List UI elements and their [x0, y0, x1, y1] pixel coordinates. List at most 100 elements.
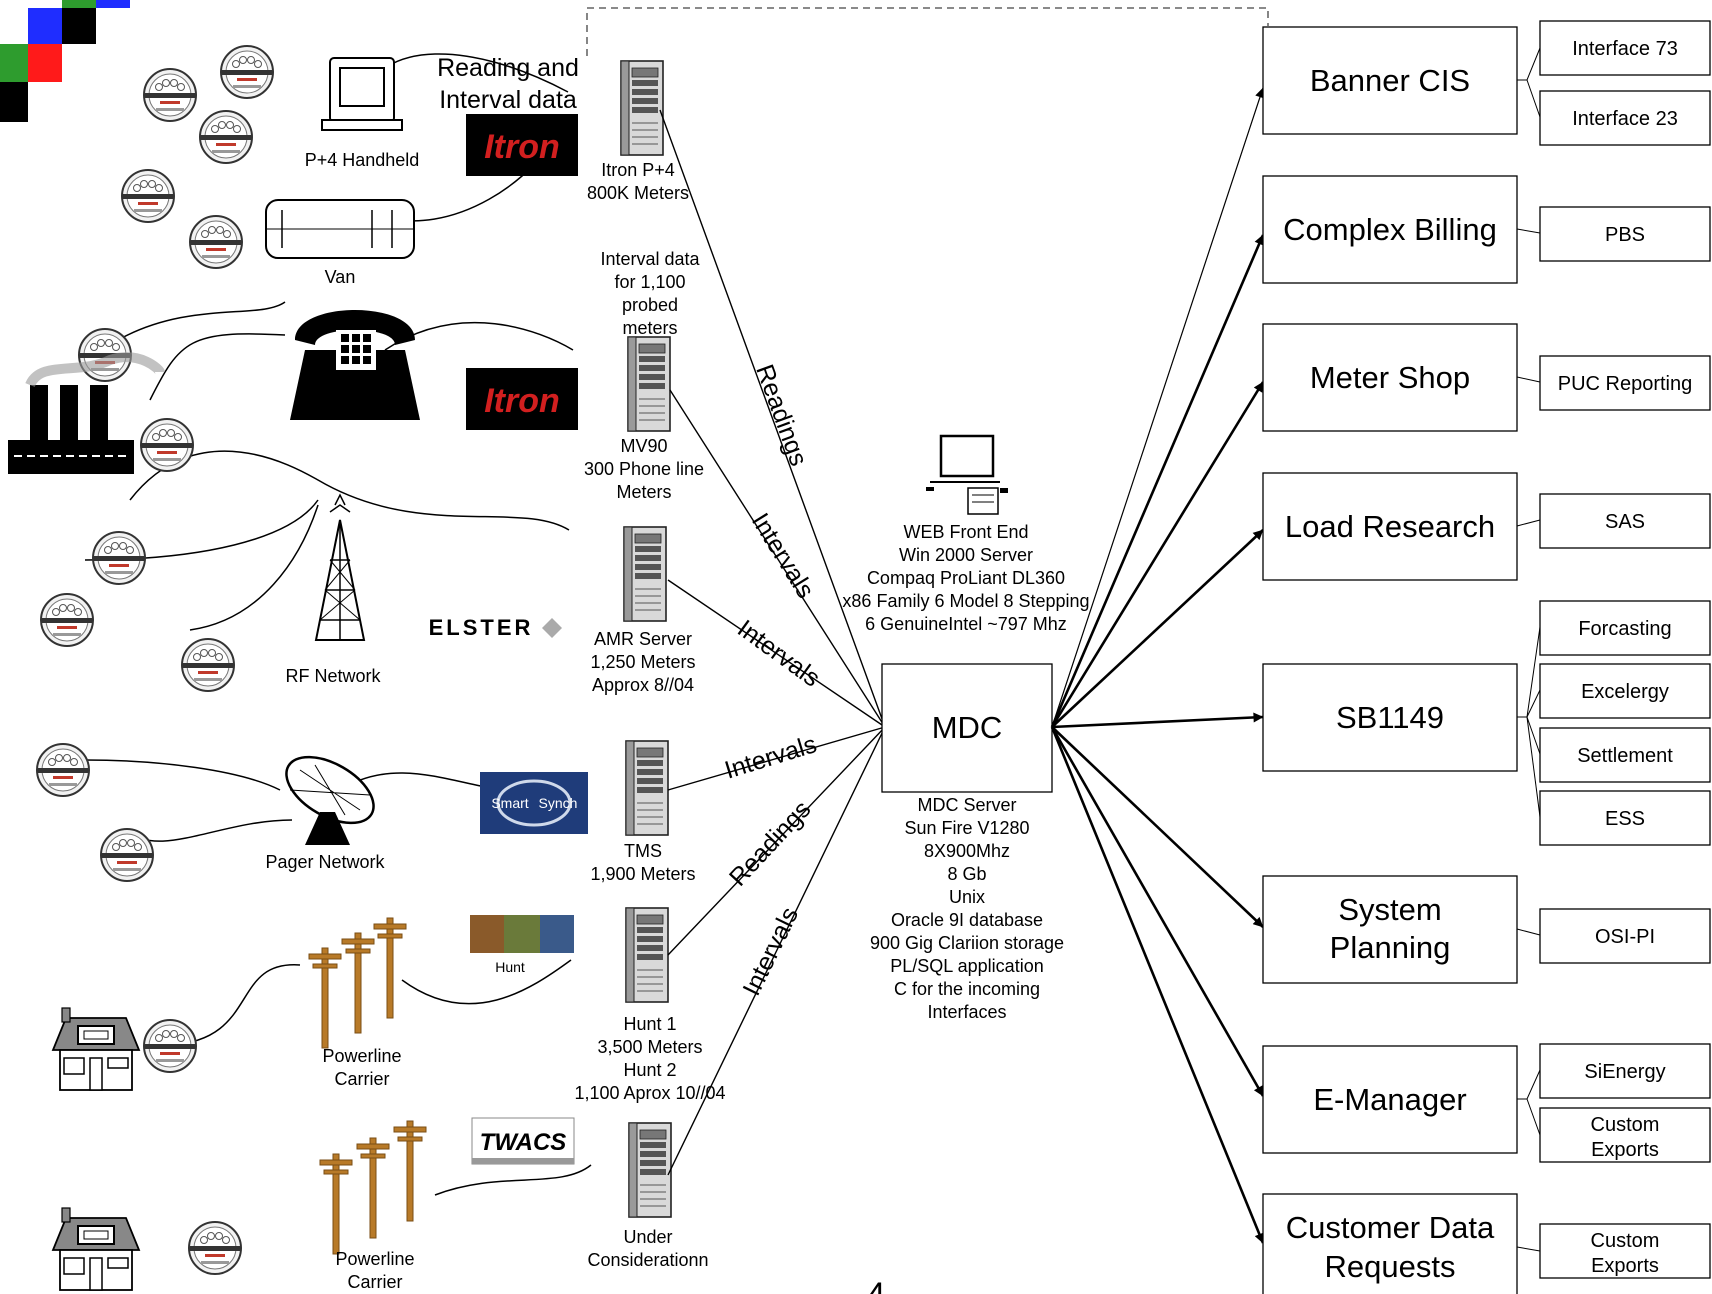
interface-box: PUC Reporting	[1539, 355, 1711, 411]
interface-label: Interface 73	[1572, 38, 1678, 60]
interface-box: Custom Exports	[1539, 1223, 1711, 1279]
web-front-end-line: WEB Front End	[903, 522, 1028, 542]
svg-text:Smart: Smart	[491, 795, 528, 811]
destination-label: Requests	[1325, 1249, 1456, 1284]
logo-square-red	[28, 44, 62, 82]
web-front-end-line: Compaq ProLiant DL360	[867, 568, 1065, 588]
destination-label: Complex Billing	[1283, 212, 1497, 247]
mv90-server-label: Meters	[616, 482, 671, 502]
destination-label: Planning	[1330, 930, 1451, 965]
link-label: Intervals	[738, 903, 805, 1000]
powerline-carrier-label: Powerline	[335, 1249, 414, 1269]
power-poles-icon	[319, 1120, 427, 1255]
meter-icon	[100, 828, 154, 882]
rf-network-label: RF Network	[285, 666, 381, 686]
server-icon	[625, 907, 669, 1003]
destination-meter-shop: Meter Shop	[1262, 323, 1518, 432]
elster-logo: ELSTER	[429, 615, 562, 640]
destination-sb1149: SB1149	[1262, 663, 1518, 772]
svg-text:ELSTER: ELSTER	[429, 615, 534, 640]
interface-box: Interface 23	[1539, 90, 1711, 146]
interface-box: Excelergy	[1539, 663, 1711, 719]
top-note-line: Interval data	[439, 86, 577, 114]
web-front-end-line: x86 Family 6 Model 8 Stepping	[842, 591, 1089, 611]
arrow-system-planning	[1051, 726, 1264, 928]
twacs-logo: TWACS	[471, 1117, 575, 1165]
powerline-carrier-label: Carrier	[347, 1272, 402, 1292]
arrow-banner-cis	[1051, 87, 1265, 728]
meter-icon	[189, 215, 243, 269]
meter-icon	[92, 531, 146, 585]
link-label: Intervals	[721, 730, 820, 784]
hunt-server-label: Hunt 1	[623, 1014, 676, 1034]
rf-tower-icon	[314, 493, 366, 641]
outbound-arrows	[1050, 87, 1265, 1244]
powerline-carrier-label: Carrier	[334, 1069, 389, 1089]
svg-text:TWACS: TWACS	[480, 1129, 567, 1156]
interface-box: SiEnergy	[1539, 1043, 1711, 1099]
meter-icon	[140, 418, 194, 472]
interface-connectors	[1516, 47, 1541, 1252]
power-poles-icon	[308, 917, 407, 1049]
interface-label: Interface 23	[1572, 108, 1678, 130]
corner-logo	[0, 0, 130, 122]
inbound-links	[659, 109, 886, 1176]
interface-label: PUC Reporting	[1558, 373, 1693, 395]
arrow-meter-shop	[1050, 381, 1265, 728]
mdc-spec-line: PL/SQL application	[890, 956, 1043, 976]
field-wires	[84, 53, 592, 1196]
mv90-server-label: 300 Phone line	[584, 459, 704, 479]
interface-label: Excelergy	[1581, 681, 1669, 703]
pending-server-label: Under	[623, 1227, 672, 1247]
itron-server-label: 800K Meters	[587, 183, 689, 203]
meter-icon	[143, 68, 197, 122]
mdc-spec-line: 8X900Mhz	[924, 841, 1010, 861]
meter-icon	[40, 593, 94, 647]
link-label: Intervals	[746, 508, 820, 603]
arrow-sb1149	[1051, 712, 1264, 729]
interface-box: Interface 73	[1539, 20, 1711, 76]
smartsynch-logo: Smart Synch	[480, 772, 588, 834]
interface-label: Custom	[1591, 1230, 1660, 1252]
tms-server-label: 1,900 Meters	[590, 864, 695, 884]
mdc-spec-line: C for the incoming	[894, 979, 1040, 999]
svg-text:Hunt: Hunt	[495, 959, 525, 975]
server-icon	[625, 740, 669, 836]
meter-icon	[121, 169, 175, 223]
server-icon	[620, 60, 664, 156]
interface-label: Forcasting	[1578, 618, 1671, 640]
server-icon	[623, 526, 667, 622]
powerline-carrier-label: Powerline	[322, 1046, 401, 1066]
itron-server-label: Itron P+4	[601, 160, 675, 180]
interface-box: OSI-PI	[1539, 908, 1711, 964]
top-note-line: Reading and	[437, 54, 579, 82]
svg-text:Itron: Itron	[484, 382, 560, 420]
telephone-icon	[290, 310, 420, 420]
destination-label: Banner CIS	[1310, 63, 1470, 98]
server-icon	[628, 1122, 672, 1218]
itron-logo: Itron	[466, 114, 578, 176]
mv90-note-line: Interval data	[600, 249, 700, 269]
house-icon	[52, 1207, 140, 1291]
mdc-spec-line: Sun Fire V1280	[904, 818, 1029, 838]
meter-icon	[143, 1019, 197, 1073]
web-front-end-line: 6 GenuineIntel ~797 Mhz	[865, 614, 1067, 634]
arrow-customer-data	[1050, 726, 1265, 1244]
server-icon	[627, 336, 671, 432]
mdc-spec-line: MDC Server	[917, 795, 1016, 815]
meter-icon	[188, 1221, 242, 1275]
destination-label: Load Research	[1285, 509, 1495, 544]
link-label: Readings	[750, 361, 812, 470]
svg-text:Itron: Itron	[484, 128, 560, 166]
van-icon	[265, 199, 415, 259]
dashed-link	[586, 7, 1269, 56]
interface-box: PBS	[1539, 206, 1711, 262]
interface-box: Settlement	[1539, 727, 1711, 783]
interface-label: Settlement	[1577, 745, 1673, 767]
mdc-spec-line: Oracle 9I database	[891, 910, 1043, 930]
mv90-note-line: for 1,100	[614, 272, 685, 292]
logo-square-black	[62, 8, 96, 44]
handheld-label: P+4 Handheld	[305, 150, 420, 170]
mdc-label: MDC	[932, 710, 1003, 745]
